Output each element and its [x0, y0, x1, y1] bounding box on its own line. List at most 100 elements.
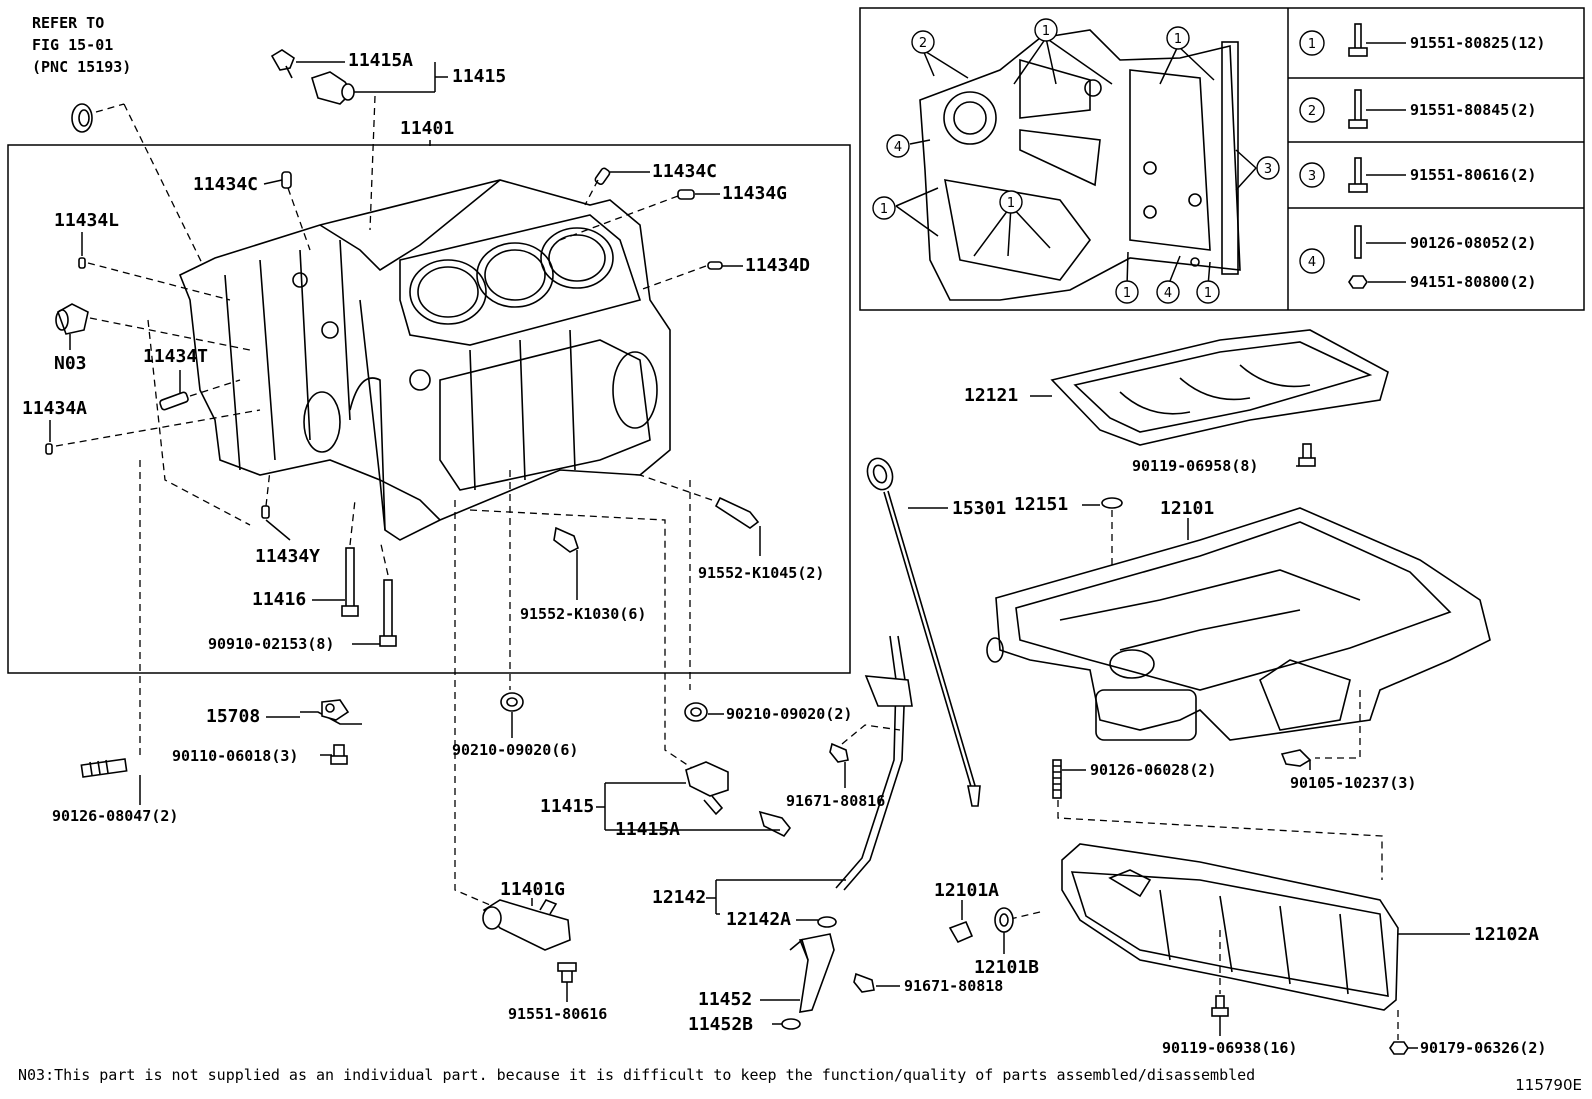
svg-text:90126-08052(2): 90126-08052(2) — [1410, 234, 1536, 252]
label-N03: N03 — [54, 353, 87, 374]
label-11401: 11401 — [400, 118, 454, 139]
nut-90179 — [1389, 1041, 1409, 1055]
label-12101: 12101 — [1160, 498, 1214, 519]
label-15708: 15708 — [206, 706, 260, 727]
label-11452: 11452 — [698, 989, 752, 1010]
inset-housing-drawing — [919, 29, 1241, 301]
label-12101B: 12101B — [974, 957, 1039, 978]
main-bearing-bolts — [341, 547, 397, 647]
bolt-90119-06958 — [1298, 443, 1316, 467]
label-11434G: 11434G — [722, 183, 787, 204]
footnote: N03:This part is not supplied as an indi… — [18, 1066, 1256, 1084]
bolt-icon — [1348, 89, 1368, 129]
svg-text:4: 4 — [1164, 286, 1172, 301]
stud-90126-06028 — [1052, 759, 1062, 799]
svg-text:1: 1 — [1174, 32, 1182, 47]
washer-90210-6 — [500, 692, 524, 712]
oil-pipe-11452 — [781, 933, 835, 1030]
svg-text:91551-80845(2): 91551-80845(2) — [1410, 101, 1536, 119]
gasket-12101B — [994, 907, 1014, 933]
label-11415A-top: 11415A — [348, 50, 413, 71]
label-90210-09020-6: 90210-09020(6) — [452, 741, 578, 759]
label-11415-bottom: 11415 — [540, 796, 594, 817]
label-11401G: 11401G — [500, 879, 565, 900]
label-91552-K1030: 91552-K1030(6) — [520, 605, 646, 623]
svg-text:91551-80825(12): 91551-80825(12) — [1410, 34, 1545, 52]
marker-1 — [872, 196, 896, 220]
label-11434L: 11434L — [54, 210, 119, 231]
seal-ring-part — [71, 103, 93, 133]
svg-text:4: 4 — [894, 140, 902, 155]
oil-pan-lower-12102A — [1061, 843, 1399, 1011]
svg-text:1: 1 — [1007, 196, 1015, 211]
bolt-90119-06938 — [1211, 995, 1229, 1017]
drain-plug-12101A — [948, 920, 974, 944]
label-12142: 12142 — [652, 887, 706, 908]
label-11416: 11416 — [252, 589, 306, 610]
N03-plug — [55, 303, 89, 335]
svg-text:1: 1 — [880, 202, 888, 217]
bolt-91671-80818 — [853, 972, 875, 993]
marker-4 — [886, 134, 910, 158]
svg-text:1: 1 — [1042, 24, 1050, 39]
label-11434T: 11434T — [143, 346, 208, 367]
cylinder-block-drawing — [178, 179, 671, 541]
marker-2 — [911, 30, 935, 54]
label-91551-80616: 91551-80616 — [508, 1005, 607, 1023]
label-11415-top: 11415 — [452, 66, 506, 87]
marker-1 — [999, 190, 1023, 214]
cylinder-block-frame — [7, 144, 851, 674]
label-91671-80816: 91671-80816 — [786, 792, 885, 810]
label-91671-80818: 91671-80818 — [904, 977, 1003, 995]
figure-id: 115790E — [1515, 1076, 1582, 1094]
dipstick-15301 — [866, 457, 981, 807]
label-91552-K1045: 91552-K1045(2) — [698, 564, 824, 582]
svg-text:FIG 15-01: FIG 15-01 — [32, 36, 113, 54]
bolt-icon — [1348, 157, 1368, 193]
bolt-table: 1 91551-80825(12) 2 91551-80845(2) 3 915… — [1299, 23, 1545, 291]
label-12102A: 12102A — [1474, 924, 1539, 945]
marker-1 — [1166, 26, 1190, 50]
label-15301: 15301 — [952, 498, 1006, 519]
svg-text:2: 2 — [919, 36, 927, 51]
marker-1 — [1034, 18, 1058, 42]
marker-1 — [1115, 280, 1139, 304]
marker-3 — [1256, 156, 1280, 180]
label-12101A: 12101A — [934, 880, 999, 901]
sensor-11401G — [482, 899, 571, 951]
svg-text:(PNC 15193): (PNC 15193) — [32, 58, 131, 76]
label-11434Y: 11434Y — [255, 546, 320, 567]
bolt-91551-80616 — [557, 962, 577, 983]
bolt-91552-K1045 — [714, 496, 760, 529]
label-11434C-right: 11434C — [652, 161, 717, 182]
oil-jet-15708 — [300, 699, 362, 725]
label-90210-09020-2: 90210-09020(2) — [726, 705, 852, 723]
svg-text:4: 4 — [1308, 255, 1316, 270]
label-90126-08047: 90126-08047(2) — [52, 807, 178, 825]
label-11434D: 11434D — [745, 255, 810, 276]
label-11434A: 11434A — [22, 398, 87, 419]
svg-text:2: 2 — [1308, 104, 1316, 119]
label-12151: 12151 — [1014, 494, 1068, 515]
oil-pan-upper-12101 — [986, 507, 1491, 741]
label-90910-02153: 90910-02153(8) — [208, 635, 334, 653]
marker-1 — [1196, 280, 1220, 304]
svg-text:3: 3 — [1264, 162, 1272, 177]
dipstick-guide-12142 — [817, 635, 913, 928]
inset-markers: 2 1 1 4 3 1 1 1 4 1 — [872, 18, 1280, 304]
svg-text:1: 1 — [1308, 37, 1316, 52]
dowel-pins — [45, 167, 723, 519]
nut-icon — [1348, 275, 1368, 289]
svg-text:1: 1 — [1123, 286, 1131, 301]
bolt-position-inset — [859, 7, 1585, 311]
label-12142A: 12142A — [726, 909, 791, 930]
label-90179-06326: 90179-06326(2) — [1420, 1039, 1546, 1057]
bolt-91671-80816 — [829, 742, 849, 763]
svg-text:REFER TO: REFER TO — [32, 14, 104, 32]
svg-text:94151-80800(2): 94151-80800(2) — [1410, 273, 1536, 291]
stud-90126-08047 — [80, 758, 128, 778]
label-90119-06938: 90119-06938(16) — [1162, 1039, 1297, 1057]
label-11434C-left: 11434C — [193, 174, 258, 195]
oil-jet-sensor-top — [270, 49, 355, 105]
